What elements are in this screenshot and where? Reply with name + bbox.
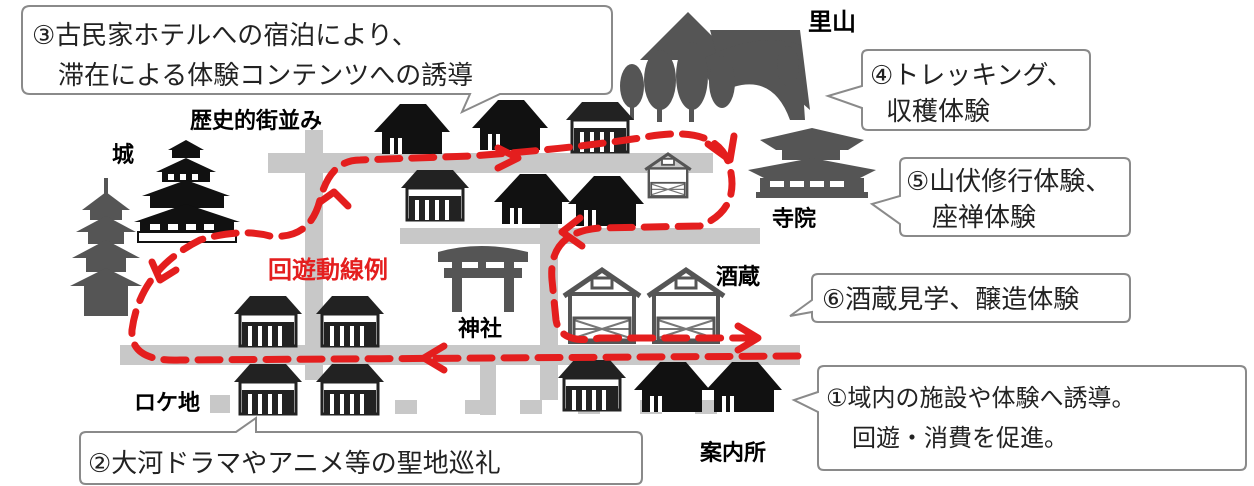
storehouse-icon [648, 270, 724, 342]
callout-3-line1: ③古民家ホテルへの宿泊により、 [32, 21, 418, 51]
callout-4: ④トレッキング、 収穫体験 [824, 49, 1091, 131]
label-castle: 城 [112, 142, 134, 168]
callout-5-line1: ⑤山伏修行体験、 [906, 167, 1111, 197]
storehouse-icon [564, 270, 640, 342]
kominka-icon [556, 358, 628, 412]
callout-6: ⑥酒蔵見学、醸造体験 [789, 273, 1131, 323]
callout-1-line2: 回遊・消費を促進。 [852, 424, 1068, 452]
callout-5-line2: 座禅体験 [932, 203, 1036, 233]
tree-icon [676, 42, 708, 110]
kominka-icon [314, 294, 386, 348]
route-path [128, 130, 802, 364]
kominka-icon [399, 168, 471, 222]
castle-icon [134, 140, 240, 243]
sake-storehouses [564, 152, 724, 342]
label-shrine: 神社 [458, 316, 502, 342]
tree-icon [620, 64, 644, 108]
callout-4-line2: 収穫体験 [886, 97, 990, 127]
label-temple: 寺院 [772, 206, 816, 232]
tree-icon [709, 56, 735, 108]
kominka-icon [634, 362, 710, 412]
callout-2: ②大河ドラマやアニメ等の聖地巡礼 [79, 416, 643, 485]
callout-4-line1: ④トレッキング、 [870, 61, 1073, 91]
kominka-icon [494, 174, 570, 224]
callout-2-line1: ②大河ドラマやアニメ等の聖地巡礼 [88, 449, 501, 479]
kominka-icon [314, 362, 386, 416]
callout-5: ⑤山伏修行体験、 座禅体験 [869, 157, 1131, 237]
kominka-icon [706, 362, 782, 412]
label-historic-street: 歴史的街並み [190, 108, 322, 134]
callout-3: ③古民家ホテルへの宿泊により、 滞在による体験コンテンツへの誘導 [21, 5, 613, 115]
pagoda-icon [70, 178, 142, 316]
kominka-icon [232, 362, 304, 416]
label-satoyama: 里山 [808, 8, 856, 36]
kominka-icon [232, 294, 304, 348]
callout-1: ①域内の施設や体験へ誘導。 回遊・消費を促進。 [791, 365, 1247, 471]
satoyama-illustration [620, 12, 810, 122]
kominka-icon [374, 104, 450, 154]
label-route-example: 回遊動線例 [268, 256, 388, 284]
callout-3-line2: 滞在による体験コンテンツへの誘導 [58, 61, 473, 91]
kominka-icon [472, 100, 548, 150]
mountain-icon [640, 12, 736, 60]
label-location-site: ロケ地 [134, 391, 200, 416]
temple-icon [748, 128, 876, 198]
callout-1-line1: ①域内の施設や体験へ誘導。 [826, 384, 1136, 412]
tree-icon [777, 46, 799, 86]
label-sake-brewery: 酒蔵 [716, 265, 760, 290]
tree-icon [644, 50, 676, 110]
route-arrows [148, 132, 762, 374]
label-info-center: 案内所 [699, 440, 766, 466]
torii-icon [438, 246, 528, 312]
callout-6-line1: ⑥酒蔵見学、醸造体験 [822, 285, 1079, 315]
